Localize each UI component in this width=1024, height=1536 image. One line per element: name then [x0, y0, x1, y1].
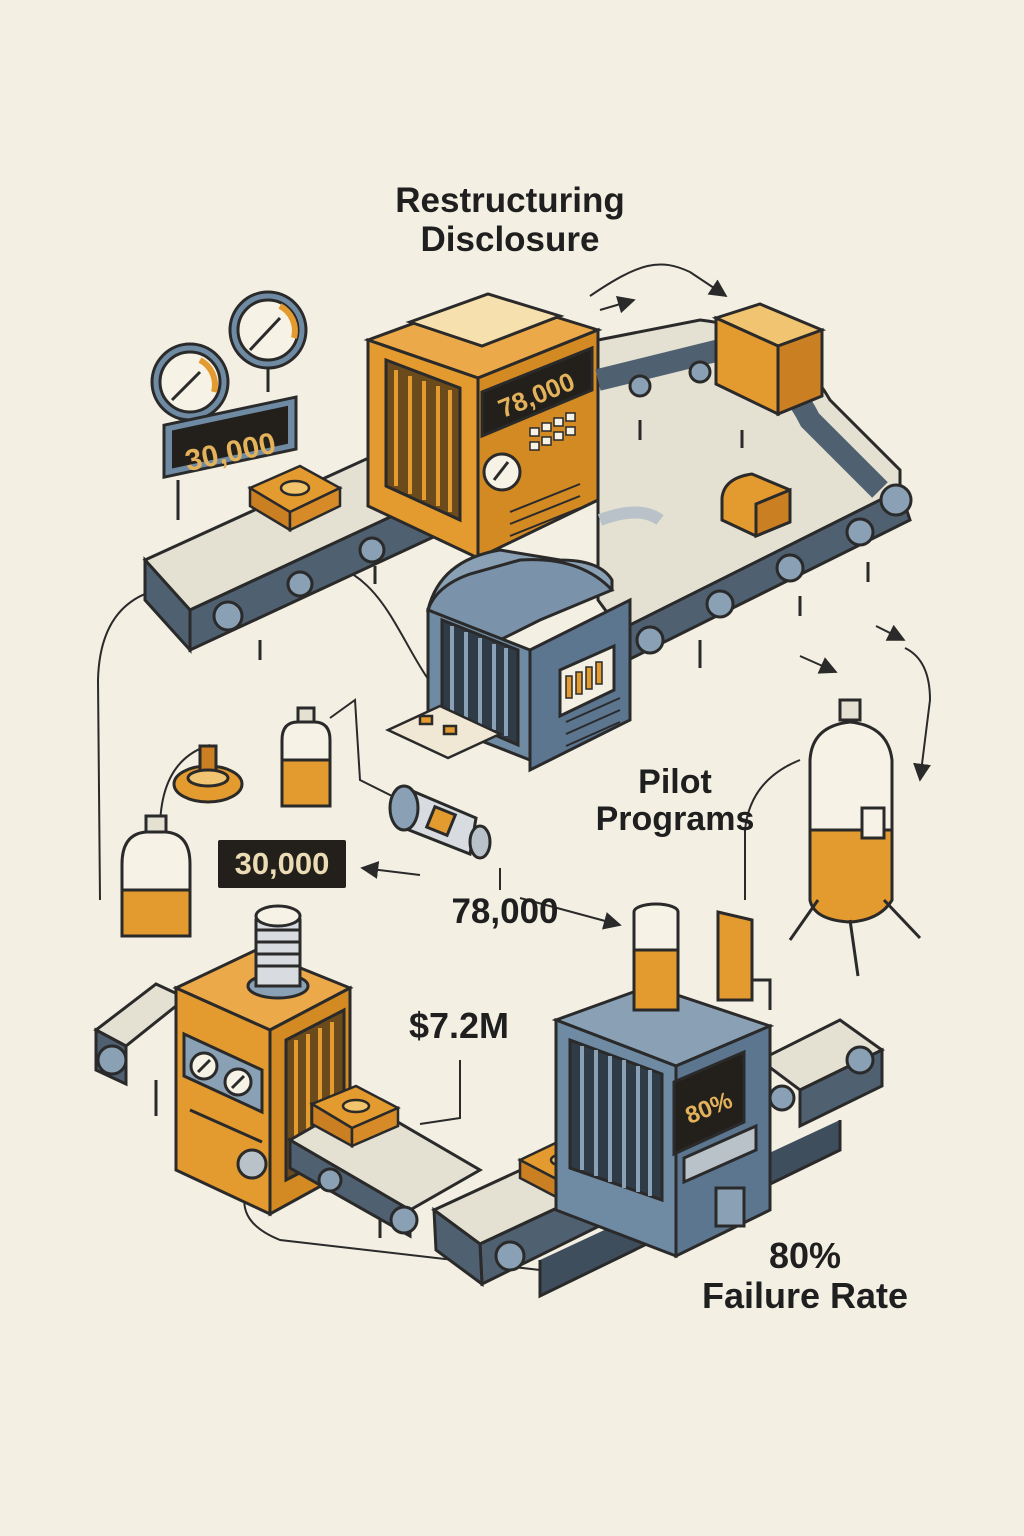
flow-line-72m: [419, 1060, 461, 1125]
bottle-left: [120, 814, 192, 938]
cash-stack-top: [247, 464, 343, 533]
flow-line-tank: [744, 759, 801, 900]
pilot-label-line-1: Pilot: [638, 763, 712, 801]
arrow-right-1: [799, 655, 838, 674]
arrow-right-2: [875, 624, 906, 641]
gauge-right: [228, 290, 308, 370]
restructuring-disclosure-title: Restructuring Disclosure: [340, 181, 680, 259]
bottom-right-machine: [551, 984, 775, 1259]
flow-line-bottle-link: [329, 698, 401, 801]
gauge-left: [150, 342, 230, 422]
bottle-small-top: [280, 706, 332, 808]
bottom-left-conveyor: [93, 982, 189, 1116]
tank: [788, 698, 922, 977]
flow-line-right: [904, 647, 932, 782]
count-78k-label: 78,000: [451, 892, 559, 931]
pilot-label-line-2: Programs: [595, 800, 755, 839]
sign-30k: [162, 395, 298, 479]
arrow-30k: [360, 861, 421, 879]
title-line-2: Disclosure: [420, 219, 600, 259]
count-30k-badge: 30,000: [218, 840, 346, 888]
top-machine: [363, 292, 603, 561]
pilot-machine: [426, 506, 664, 773]
flow-line-78k-right: [519, 897, 622, 930]
failure-text: Failure Rate: [701, 1274, 909, 1316]
failure-rate-label: 80% Failure Rate: [660, 1236, 950, 1315]
cylinder-pipe-part: [388, 784, 492, 860]
arrow-top-mid: [599, 295, 636, 314]
box-top: [711, 302, 827, 417]
pilot-programs-label: Pilot Programs: [560, 763, 790, 839]
failure-pct: 80%: [768, 1235, 842, 1276]
cost-label: $7.2M: [408, 1005, 510, 1046]
cheese-block: [720, 472, 792, 539]
flow-line-top: [589, 263, 728, 297]
spring-top: [246, 904, 310, 1000]
beaker: [632, 902, 772, 1012]
pilot-tray: [385, 704, 503, 760]
valve-part: [172, 744, 244, 804]
cash-stack-bottom-left: [309, 1084, 401, 1149]
title-line-1: Restructuring: [395, 181, 625, 220]
